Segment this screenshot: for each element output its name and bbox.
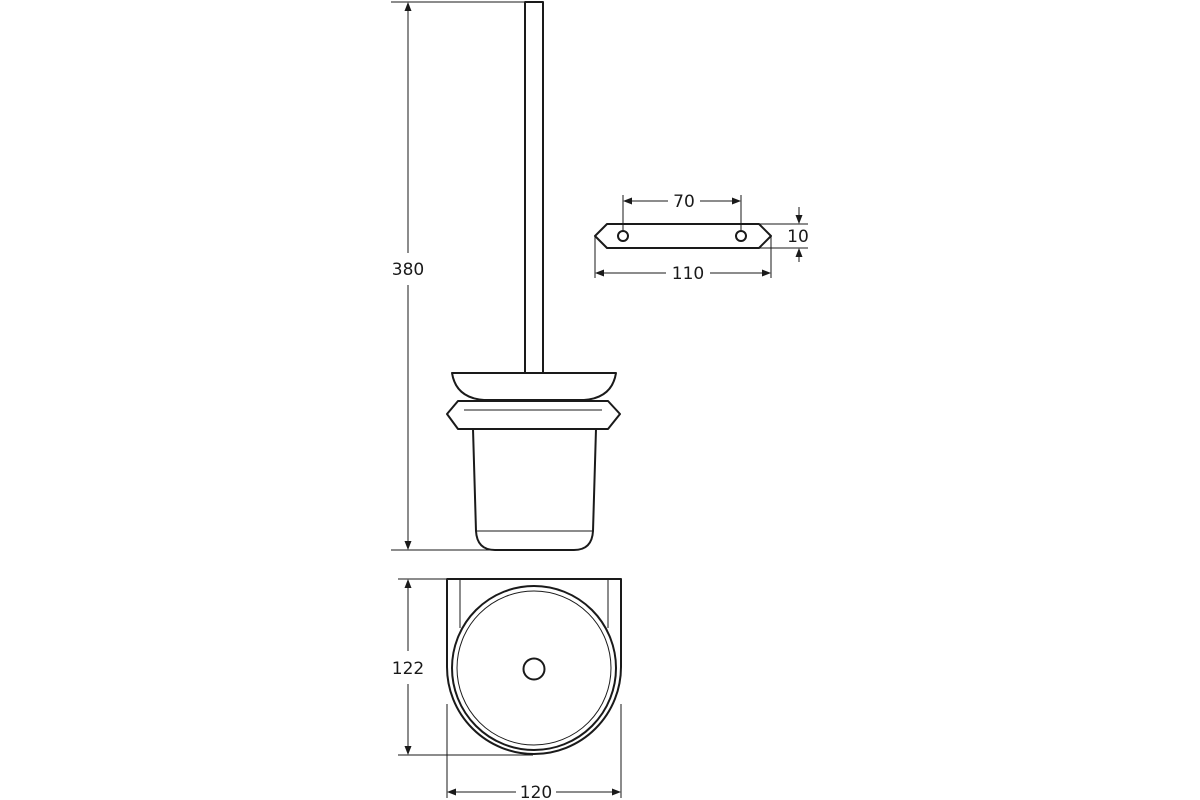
brush-handle (524, 1, 544, 374)
bracket-width-label: 110 (672, 264, 704, 284)
bracket-hole-left (617, 230, 629, 242)
bracket-width-dimension: 110 (594, 236, 772, 284)
thickness-label: 10 (787, 227, 809, 247)
brush-cap (451, 372, 617, 401)
brush-cup (472, 428, 597, 551)
bracket-hole-right (735, 230, 747, 242)
side-view: 380 (391, 1, 621, 551)
bracket-view: 70 10 110 (594, 192, 809, 284)
base-width-dimension: 120 (446, 704, 622, 800)
base-depth-dimension: 122 (392, 578, 533, 756)
cup-inner-ring (456, 590, 612, 746)
mount-collar (446, 400, 621, 430)
hole-spacing-label: 70 (673, 192, 695, 212)
top-view: 122 120 (392, 578, 622, 800)
handle-hole (522, 657, 546, 681)
height-label: 380 (392, 260, 424, 280)
hole-spacing-dimension: 70 (622, 192, 742, 230)
base-depth-label: 122 (392, 659, 424, 679)
base-width-label: 120 (520, 783, 552, 800)
height-dimension: 380 (391, 1, 524, 551)
thickness-dimension: 10 (759, 207, 809, 262)
